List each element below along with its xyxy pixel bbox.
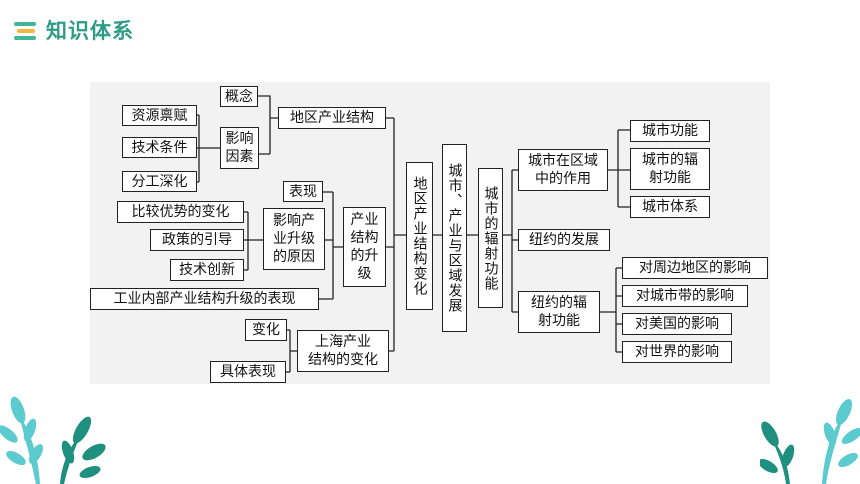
node-change: 变化 [245,319,287,341]
leaf-decoration-left-icon [0,396,106,484]
books-icon [14,20,38,40]
leaf-decoration-right-icon [760,399,860,484]
node-regional-change: 地区产业结构变化 [406,162,433,310]
node-shanghai: 上海产业 结构的变化 [297,330,389,372]
node-performance: 表现 [283,181,323,202]
node-policy: 政策的引导 [150,229,244,251]
node-specific-performance: 具体表现 [210,361,286,383]
node-city-role: 城市在区域 中的作用 [518,149,608,191]
section-header: 知识体系 [14,14,134,46]
node-impact-city-belt: 对城市带的影响 [622,285,748,307]
node-labor-division: 分工深化 [122,171,197,192]
node-upgrade-causes: 影响产 业升级 的原因 [263,208,325,270]
node-impact-world: 对世界的影响 [622,341,732,363]
node-ny-development: 纽约的发展 [518,229,610,251]
node-city-system: 城市体系 [630,196,710,218]
node-ny-radiation: 纽约的辐 射功能 [518,291,600,333]
node-city-industry-region: 城市、产业与区域发展 [442,144,467,332]
node-resources: 资源禀赋 [122,105,197,126]
node-influence-factors: 影响 因素 [220,127,259,169]
node-city-radiation-func: 城市的辐 射功能 [630,148,710,190]
node-industry-internal: 工业内部产业结构升级的表现 [90,288,319,310]
node-regional-structure: 地区产业结构 [278,107,386,129]
node-impact-surrounding: 对周边地区的影响 [622,257,768,279]
node-impact-us: 对美国的影响 [622,313,732,335]
node-tech-innovation: 技术创新 [170,259,244,281]
section-title: 知识体系 [46,19,134,43]
node-city-function: 城市功能 [630,120,710,142]
node-comparative-advantage: 比较优势的变化 [117,201,244,223]
node-city-radiation: 城市的辐射功能 [478,168,503,308]
node-upgrade: 产业 结构 的升 级 [343,207,386,287]
node-tech-conditions: 技术条件 [122,137,197,158]
node-concept: 概念 [220,86,258,107]
